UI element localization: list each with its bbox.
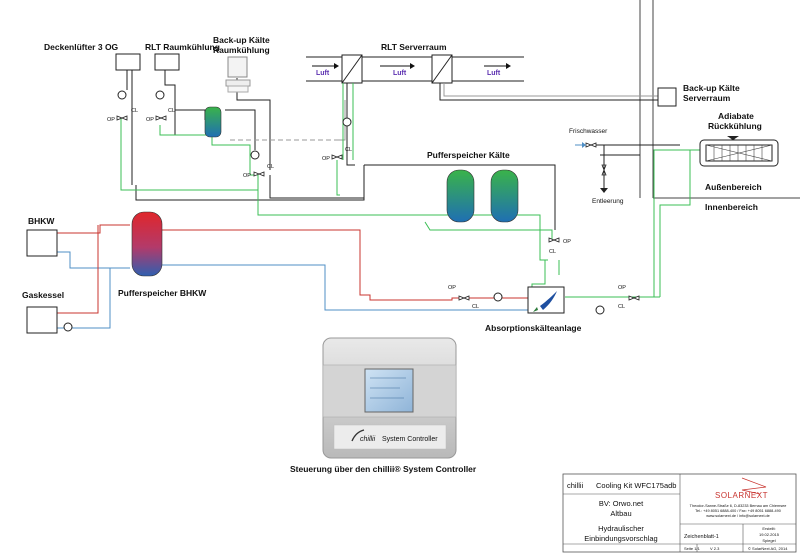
adiabate-rueckkuehlung-unit (699, 136, 779, 167)
svg-text:OP: OP (448, 285, 456, 291)
svg-text:CL: CL (472, 304, 479, 310)
boundary-lines (639, 0, 800, 199)
label-steuerung: Steuerung über den chillii® System Contr… (290, 464, 477, 474)
pufferspeicher-bhkw-tank (131, 211, 163, 277)
system-controller-device (322, 337, 457, 459)
svg-text:OP: OP (243, 173, 251, 179)
bv-line-1: BV: Orwo.net (599, 499, 644, 508)
controller-name: System Controller (382, 436, 438, 443)
label-innenbereich: Innenbereich (705, 202, 758, 212)
deckenluefter-unit (115, 53, 141, 71)
label-adiabate-2: Rückkühlung (708, 121, 762, 131)
label-bhkw: BHKW (28, 216, 55, 226)
svg-text:OP: OP (322, 156, 330, 162)
label-luft-3: Luft (487, 70, 501, 77)
desc-line-1: Hydraulischer (598, 524, 644, 533)
svg-text:OP: OP (107, 117, 115, 123)
address-line-3: www.solarnext.de / info@solarnext.de (706, 514, 770, 518)
label-backup-raum-1: Back-up Kälte (213, 35, 270, 45)
svg-text:CL: CL (618, 304, 625, 310)
svg-text:OP: OP (146, 117, 154, 123)
label-pufferspeicher-kaelte: Pufferspeicher Kälte (427, 150, 510, 160)
desc-line-2: Einbindungsvorschlag (584, 534, 657, 543)
valve-icons (116, 115, 640, 301)
version: V 2.3 (710, 546, 720, 551)
title-block (562, 473, 797, 553)
svg-text:CL: CL (131, 108, 138, 114)
label-aussenbereich: Außenbereich (705, 182, 762, 192)
svg-text:OP: OP (563, 239, 571, 245)
label-rlt-serverraum: RLT Serverraum (381, 42, 447, 52)
svg-text:CL: CL (345, 147, 352, 153)
pipes-heating (57, 224, 541, 329)
pump-icons (63, 90, 605, 332)
pufferspeicher-kaelte-tanks (446, 169, 519, 223)
created-date: 19.02.2015 (759, 532, 780, 537)
label-backup-server-1: Back-up Kälte (683, 83, 740, 93)
bv-line-2: Altbau (610, 509, 631, 518)
pipes-black (126, 70, 658, 230)
bhkw-unit (26, 229, 58, 257)
company-name: SOLARNEXT (715, 491, 768, 500)
label-gaskessel: Gaskessel (22, 290, 64, 300)
pipes-grey (230, 83, 658, 141)
gaskessel-unit (26, 306, 58, 334)
label-deckenluefter: Deckenlüfter 3 OG (44, 42, 119, 52)
label-pufferspeicher-bhkw: Pufferspeicher BHKW (118, 288, 207, 298)
label-luft-1: Luft (316, 70, 330, 77)
valve-tags: OP CL OP CL OP CL OP CL OP CL OP CL OP C… (107, 108, 626, 310)
label-rlt-raumkuehlung: RLT Raumkühlung (145, 42, 220, 52)
label-frischwasser: Frischwasser (569, 128, 608, 135)
sheet-name: Zeichenblatt-1 (684, 534, 719, 540)
label-entleerung: Entleerung (592, 198, 624, 205)
address-line-2: Tel.: +49 8051 6888-400 / Fax: +49 8051 … (695, 509, 781, 513)
rlt-raumkuehlung-unit (154, 53, 180, 71)
product-suffix: Cooling Kit WFC175adb (596, 481, 676, 490)
label-adiabate-1: Adiabate (718, 111, 754, 121)
label-absorptionskaelteanlage: Absorptionskälteanlage (485, 323, 582, 333)
svg-text:OP: OP (618, 285, 626, 291)
backup-serverraum-unit (657, 87, 677, 107)
label-backup-server-2: Serverraum (683, 93, 731, 103)
label-backup-raum-2: Raumkühlung (213, 45, 270, 55)
svg-text:CL: CL (549, 249, 556, 255)
controller-brand: chillii (360, 436, 376, 443)
label-luft-2: Luft (393, 70, 407, 77)
page-number: Seite 1/1 (684, 546, 701, 551)
water-lines (575, 142, 680, 193)
product-prefix: chillii (567, 481, 584, 490)
svg-text:CL: CL (267, 164, 274, 170)
created-by: Spiegel (762, 538, 775, 543)
copyright: © SolarNext AG, 2014 (748, 546, 788, 551)
air-flow-arrows (312, 63, 511, 69)
svg-text:CL: CL (168, 108, 175, 114)
backup-raumkuehlung-unit (225, 56, 251, 93)
air-duct (306, 54, 524, 84)
small-buffer-tank (204, 106, 222, 138)
absorption-chiller-unit (527, 286, 565, 314)
created-label: Erstellt: (762, 526, 775, 531)
address-line-1: Theodor-Sanne-Straße 6, D-83233 Bernau a… (690, 504, 787, 508)
